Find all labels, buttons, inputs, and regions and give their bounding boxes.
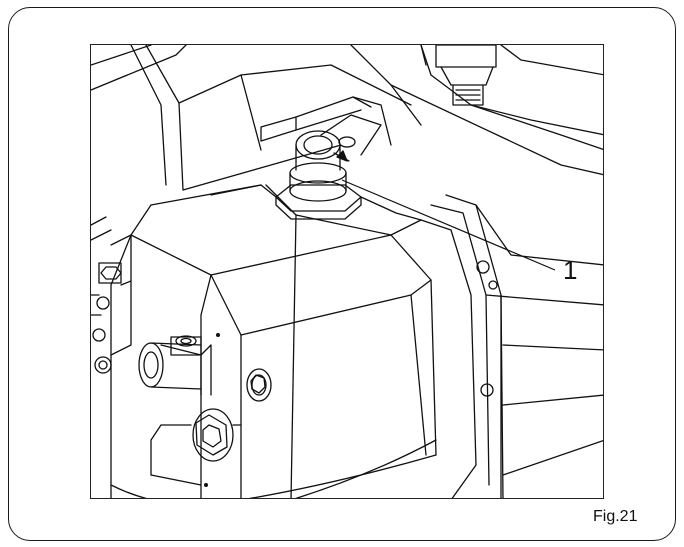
illustration-frame (90, 44, 604, 499)
pump-illustration (91, 45, 603, 498)
outer-frame (8, 7, 676, 541)
figure-label: Fig.21 (593, 508, 638, 525)
top-bracket (260, 96, 392, 156)
pump-body (110, 184, 603, 498)
left-plate (91, 216, 132, 374)
callout-number: 1 (563, 255, 578, 285)
upper-machinery (91, 45, 603, 191)
front-fittings (92, 328, 272, 486)
detail-dots (204, 333, 220, 487)
